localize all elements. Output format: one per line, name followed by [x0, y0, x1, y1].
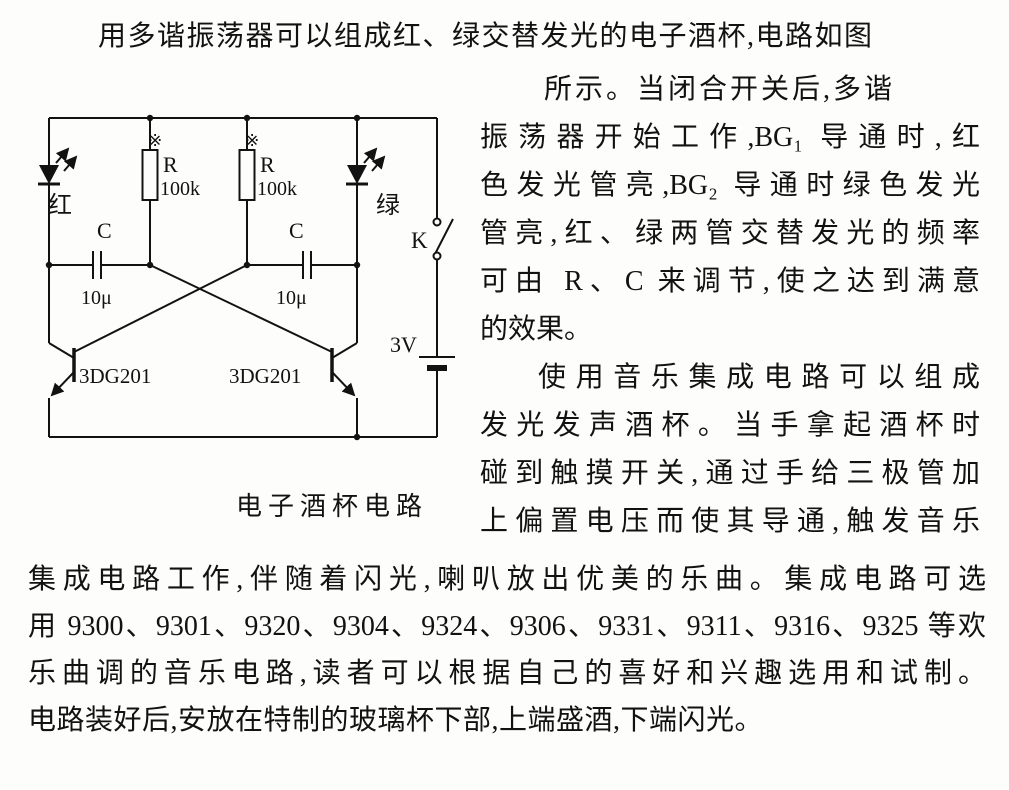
text-line: 色发光管亮,BG₂ 导通时绿色发光	[480, 170, 980, 201]
text-line: 用 9300、9301、9320、9304、9324、9306、9331、931…	[28, 611, 986, 642]
transistor2-label: 3DG201	[229, 364, 301, 388]
text-line: 发光发声酒杯。当手拿起酒杯时	[480, 410, 980, 441]
transistor1-label: 3DG201	[79, 364, 151, 388]
led-green-cathode-bar	[346, 182, 368, 186]
text-line: 集成电路工作,伴随着闪光,喇叭放出优美的乐曲。集成电路可选	[28, 564, 986, 595]
resistor2-value: 100k	[257, 178, 297, 200]
led-red-cathode-bar	[38, 182, 60, 186]
circuit-svg: 红 绿 ※ R 100k ※ R 100k C 10μ C 10μ 3DG201…	[38, 114, 455, 441]
led-red-icon	[39, 165, 59, 184]
circuit-caption: 电子酒杯电路	[236, 492, 429, 521]
right-text-column: 所示。当闭合开关后,多谐 振荡器开始工作,BG₁ 导通时,红 色发光管亮,BG₂…	[480, 66, 980, 546]
text-line: 上偏置电压而使其导通,触发音乐	[480, 506, 980, 537]
text-line: 电路装好后,安放在特制的玻璃杯下部,上端盛酒,下端闪光。	[28, 705, 764, 736]
led-red-label: 红	[48, 192, 72, 219]
text-line: 所示。当闭合开关后,多谐	[544, 74, 896, 105]
bottom-text-block: 集成电路工作,伴随着闪光,喇叭放出优美的乐曲。集成电路可选 用 9300、930…	[28, 556, 986, 744]
battery-voltage-label: 3V	[390, 332, 417, 357]
intro-text-line: 用多谐振荡器可以组成红、绿交替发光的电子酒杯,电路如图	[98, 21, 874, 52]
text-line: 可由 R、C 来调节,使之达到满意	[480, 266, 980, 297]
resistor2-star-mark: ※	[245, 131, 259, 150]
resistor1-star-mark: ※	[148, 131, 162, 150]
led-symbols	[38, 165, 368, 186]
led-green-label: 绿	[376, 192, 400, 219]
text-line: 使用音乐集成电路可以组成	[538, 362, 980, 393]
text-line: 乐曲调的音乐电路,读者可以根据自己的喜好和兴趣选用和试制。	[28, 658, 986, 689]
junction-dots	[45, 114, 361, 441]
capacitor1-name: C	[97, 218, 112, 243]
resistor2-name: R	[260, 152, 275, 177]
text-line: 振荡器开始工作,BG₁ 导通时,红	[480, 122, 980, 153]
capacitor2-name: C	[289, 218, 304, 243]
resistor1-value: 100k	[160, 178, 200, 200]
text-line: 的效果。	[480, 314, 593, 345]
resistor1-name: R	[163, 152, 178, 177]
switch-label: K	[411, 228, 428, 253]
capacitor2-value: 10μ	[276, 287, 307, 309]
circuit-wires	[48, 117, 455, 438]
capacitor1-value: 10μ	[81, 287, 112, 309]
text-line: 碰到触摸开关,通过手给三极管加	[480, 458, 980, 489]
circuit-diagram: 红 绿 ※ R 100k ※ R 100k C 10μ C 10μ 3DG201…	[22, 80, 472, 510]
text-line: 管亮,红、绿两管交替发光的频率	[480, 218, 980, 249]
led-green-icon	[347, 165, 367, 184]
